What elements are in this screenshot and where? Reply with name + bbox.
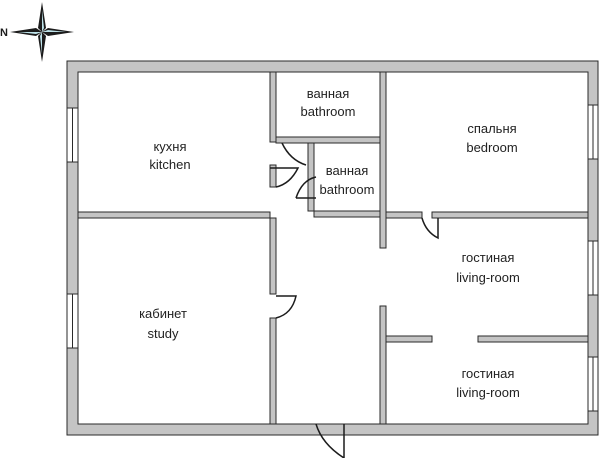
room-label-ru: гостиная (462, 366, 515, 381)
room-label-en: living-room (456, 385, 520, 400)
room-living-room-1: гостиная living-room (456, 250, 520, 285)
room-label-en: study (147, 326, 179, 341)
windows (66, 104, 599, 412)
room-label-en: living-room (456, 270, 520, 285)
room-label-ru: кабинет (139, 306, 187, 321)
door-kitchen (270, 167, 300, 188)
room-study: кабинет study (139, 306, 187, 341)
door-bathroom-2 (295, 176, 317, 199)
room-label-en: bathroom (301, 104, 356, 119)
room-label-en: bedroom (466, 140, 517, 155)
outer-walls (66, 60, 599, 436)
compass-label: N (0, 27, 8, 39)
room-label-en: bathroom (320, 182, 375, 197)
room-label-ru: кухня (153, 139, 186, 154)
room-kitchen: кухня kitchen (149, 139, 190, 172)
door-bedroom (421, 217, 439, 240)
room-label-ru: гостиная (462, 250, 515, 265)
doors (270, 142, 439, 458)
room-bathroom-2: ванная bathroom (320, 163, 375, 197)
room-label-en: kitchen (149, 157, 190, 172)
room-label-ru: спальня (467, 121, 516, 136)
door-bathroom-1 (281, 142, 307, 166)
room-bedroom: спальня bedroom (466, 121, 517, 155)
room-living-room-2: гостиная living-room (456, 366, 520, 400)
room-label-ru: ванная (326, 163, 369, 178)
room-bathroom-1: ванная bathroom (301, 86, 356, 119)
door-study (275, 295, 297, 319)
room-label-ru: ванная (307, 86, 350, 101)
interior-walls (77, 71, 589, 425)
compass-rose-icon: N (0, 2, 74, 62)
